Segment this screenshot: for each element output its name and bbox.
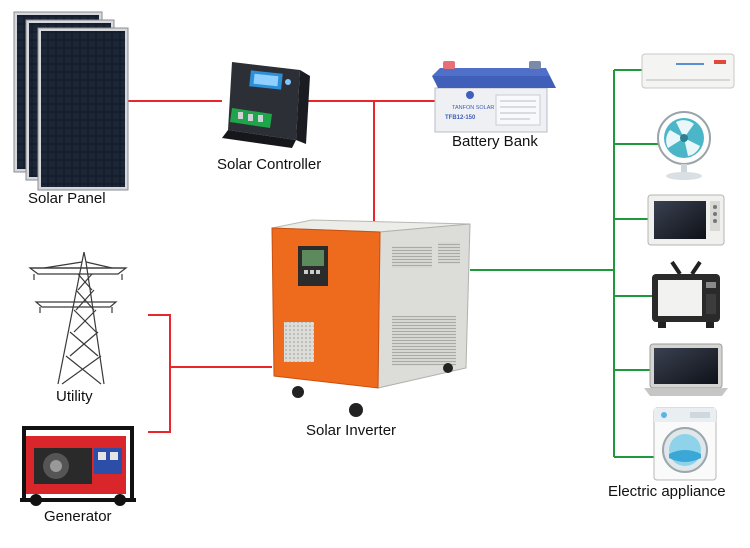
air-conditioner-icon	[641, 53, 735, 89]
label-utility: Utility	[56, 388, 93, 405]
solar-panel-icon	[13, 11, 129, 191]
line-utility-generator-bus	[148, 314, 171, 433]
fan-icon	[657, 111, 711, 180]
laptop-icon	[644, 343, 728, 396]
washing-machine-icon	[653, 407, 717, 481]
dc-lines	[126, 100, 440, 433]
label-generator: Generator	[44, 508, 112, 525]
battery-model-text: TFB12-150	[445, 115, 476, 121]
generator-icon	[20, 426, 136, 506]
label-solar-inverter: Solar Inverter	[306, 422, 397, 439]
battery-icon: TANFON SOLAR TFB12-150	[432, 61, 556, 133]
utility-tower-icon	[28, 251, 128, 385]
solar-inverter-icon	[271, 219, 471, 417]
label-solar-panel: Solar Panel	[28, 190, 106, 207]
battery-brand-text: TANFON SOLAR	[452, 105, 494, 111]
microwave-icon	[647, 194, 725, 246]
label-solar-controller: Solar Controller	[217, 156, 322, 173]
ac-output-lines	[470, 69, 662, 458]
television-icon	[652, 260, 720, 328]
label-electric-appliance: Electric appliance	[608, 483, 726, 500]
solar-controller-icon	[222, 62, 310, 148]
label-battery-bank: Battery Bank	[452, 133, 538, 150]
